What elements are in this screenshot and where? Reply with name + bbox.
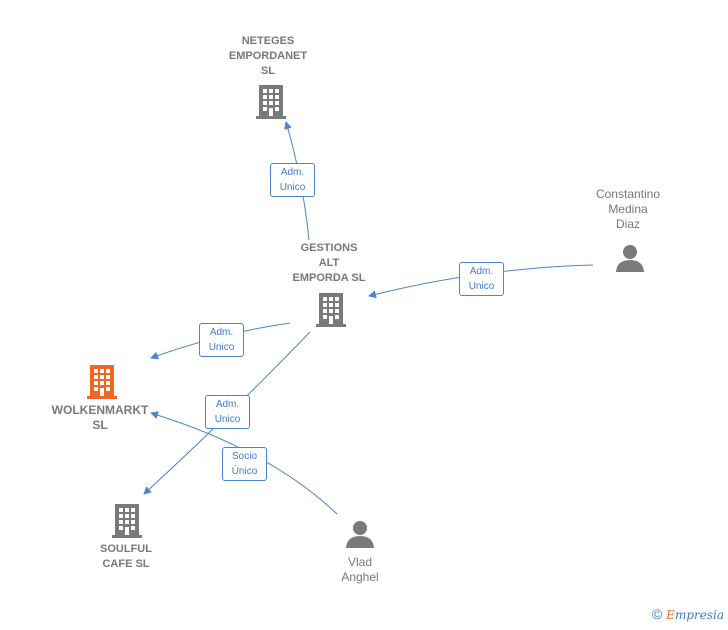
brand-logo-initial: E — [666, 608, 675, 622]
node-gestions-line: EMPORDA SL — [292, 272, 366, 284]
node-constantino-line: Constantino — [595, 187, 661, 201]
edge-label-line: Único — [231, 466, 258, 477]
node-label-vlad: Vlad Anghel — [317, 555, 403, 585]
edge-label-line: Unico — [214, 414, 241, 425]
edge-label-line: Unico — [279, 182, 306, 193]
node-vlad-line: Vlad — [347, 555, 373, 569]
edge-label-line: Adm. — [469, 266, 494, 277]
node-neteges-line: EMPORDANET — [228, 50, 308, 62]
edge-label-gestions-neteges[interactable]: Adm. Unico — [270, 163, 315, 197]
node-label-soulful: SOULFUL CAFE SL — [76, 542, 176, 572]
node-soulful-line: CAFE SL — [102, 558, 150, 570]
copyright-symbol: © — [651, 606, 663, 622]
edge-label-gestions-soulful[interactable]: Adm. Unico — [205, 395, 250, 429]
node-soulful-line: SOULFUL — [100, 543, 152, 555]
edge-label-gestions-wolkenmarkt[interactable]: Adm. Unico — [199, 323, 244, 357]
node-label-neteges: NETEGES EMPORDANET SL — [218, 34, 318, 79]
node-label-gestions: GESTIONS ALT EMPORDA SL — [278, 241, 380, 286]
brand-logo-text: mpresia — [674, 608, 724, 622]
edge-label-line: Adm. — [215, 399, 240, 410]
node-wolkenmarkt-line: SL — [92, 418, 108, 432]
node-constantino-line: Medina — [608, 202, 648, 216]
edge-label-line: Unico — [468, 281, 495, 292]
building-icon-neteges[interactable] — [255, 83, 287, 119]
person-icon-constantino[interactable] — [615, 243, 645, 273]
building-icon-wolkenmarkt[interactable] — [86, 363, 118, 399]
building-icon-gestions[interactable] — [315, 291, 347, 327]
node-gestions-line: ALT — [318, 257, 340, 269]
edge-label-line: Unico — [208, 342, 235, 353]
edge-label-line: Adm. — [209, 327, 234, 338]
node-constantino-line: Diaz — [615, 217, 640, 231]
building-icon-soulful[interactable] — [111, 502, 143, 538]
node-label-constantino: Constantino Medina Diaz — [578, 187, 678, 232]
node-neteges-line: NETEGES — [241, 35, 295, 47]
node-neteges-line: SL — [260, 65, 276, 77]
node-wolkenmarkt-line: WOLKENMARKT — [51, 403, 149, 417]
footer-brand: ©Empresia — [652, 606, 724, 622]
node-label-wolkenmarkt: WOLKENMARKT SL — [38, 403, 162, 433]
node-vlad-line: Anghel — [341, 570, 379, 584]
edge-label-line: Adm. — [280, 167, 305, 178]
person-icon-vlad[interactable] — [345, 519, 375, 549]
node-gestions-line: GESTIONS — [300, 242, 358, 254]
edge-label-vlad-wolkenmarkt[interactable]: Socio Único — [222, 447, 267, 481]
edge-label-constantino-gestions[interactable]: Adm. Unico — [459, 262, 504, 296]
edge-label-line: Socio — [231, 451, 257, 462]
